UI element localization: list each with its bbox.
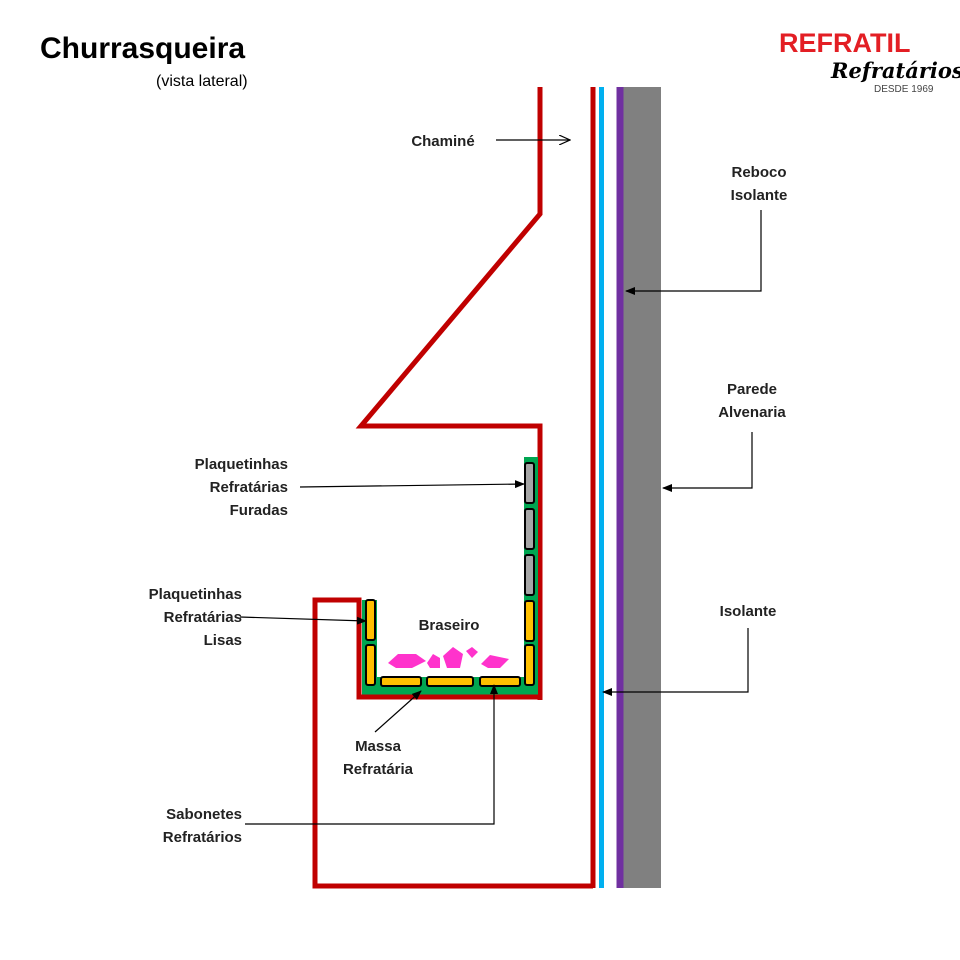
logo-since: DESDE 1969 [874, 84, 934, 95]
label-insulation: Isolante [720, 603, 777, 620]
perforated-tile [524, 508, 535, 550]
page-subtitle: (vista lateral) [156, 73, 248, 90]
label-plaster-line1: Reboco [731, 164, 786, 181]
label-soap-line2: Refratários [163, 829, 242, 846]
label-chimney: Chaminé [411, 133, 474, 150]
logo-script: Refratários [830, 58, 960, 83]
page-title: Churrasqueira [40, 32, 245, 65]
label-perforated-line1: Plaquetinhas [195, 456, 288, 473]
embers [388, 647, 509, 668]
plaster-arrow [625, 210, 762, 295]
smooth-tile [365, 644, 376, 686]
label-soap-line1: Sabonetes [166, 806, 242, 823]
label-smooth-line3: Lisas [204, 632, 242, 649]
refratil-logo: REFRATIL Refratários DESDE 1969 [779, 28, 960, 95]
smooth-tile [365, 599, 376, 641]
label-wall-line1: Parede [727, 381, 777, 398]
soap-brick [479, 676, 521, 687]
label-smooth-line1: Plaquetinhas [149, 586, 242, 603]
insulation-arrow [602, 628, 749, 696]
soap-brick [426, 676, 474, 687]
label-mass-line1: Massa [355, 738, 402, 755]
firebox-outline [312, 597, 593, 889]
label-plaster-line2: Isolante [731, 187, 788, 204]
smooth-tile [524, 600, 535, 642]
label-ember: Braseiro [419, 617, 480, 634]
ember-piece [427, 654, 440, 668]
mass-arrow [374, 690, 422, 733]
ember-piece [481, 655, 509, 668]
hood-outline [355, 87, 543, 700]
smooth-tile [524, 644, 535, 686]
perforated-tiles-arrow [299, 480, 525, 489]
wall-arrow [662, 432, 753, 492]
perforated-tile [524, 462, 535, 504]
masonry-wall [623, 87, 661, 888]
label-perforated-line2: Refratárias [210, 479, 288, 496]
label-smooth-line2: Refratárias [164, 609, 242, 626]
logo-name: REFRATIL [779, 28, 910, 58]
smooth-tiles-arrow [239, 616, 367, 625]
soap-bricks-arrow [245, 684, 498, 825]
ember-piece [466, 647, 478, 658]
ember-piece [443, 647, 463, 668]
label-wall-line2: Alvenaria [718, 404, 786, 421]
soap-brick [380, 676, 422, 687]
perforated-tile [524, 554, 535, 596]
label-mass-line2: Refratária [343, 761, 414, 778]
label-perforated-line3: Furadas [230, 502, 288, 519]
ember-piece [388, 654, 426, 668]
